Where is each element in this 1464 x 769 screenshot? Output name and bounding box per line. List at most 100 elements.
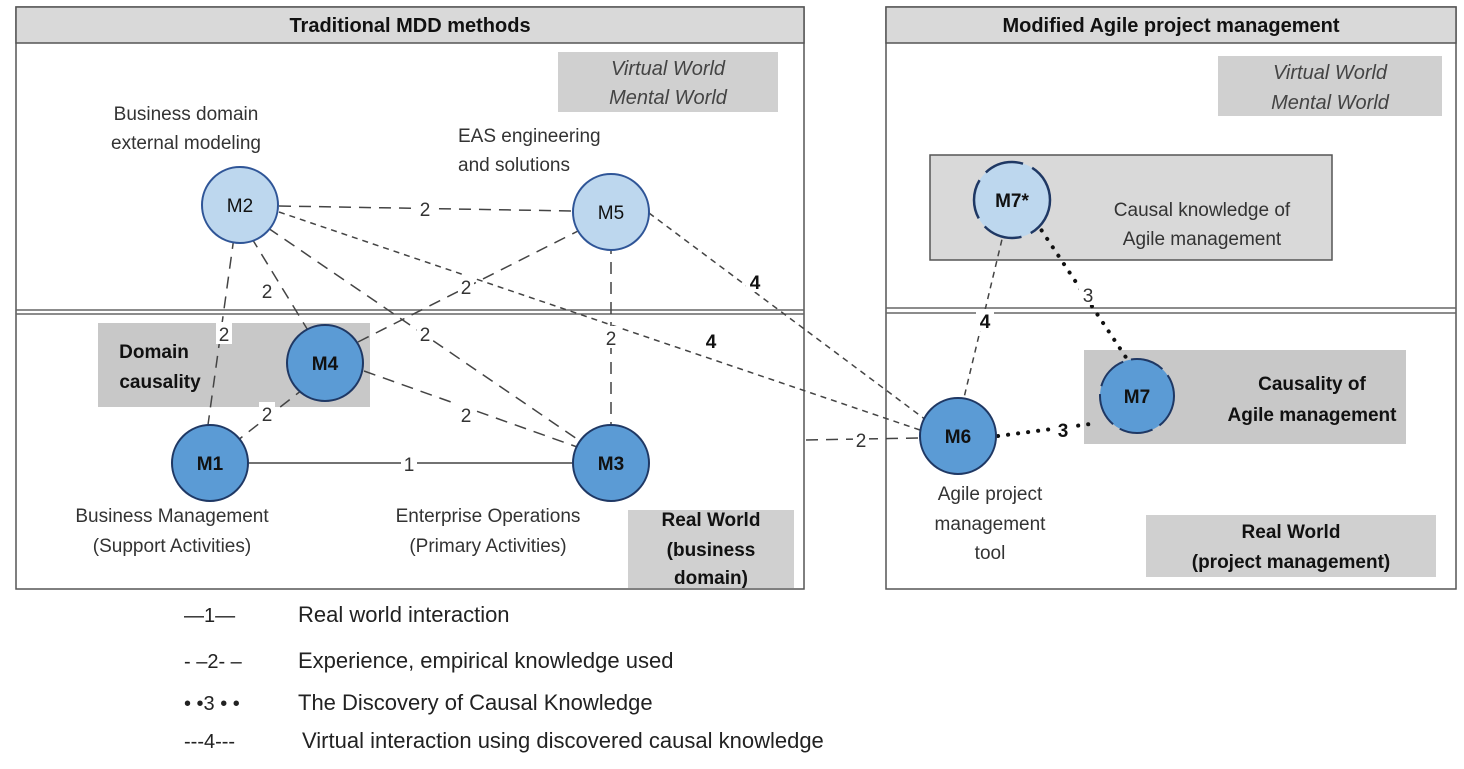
edge-m4-m3 [363,370,581,449]
legend-text-3: The Discovery of Causal Knowledge [298,690,653,715]
caption-m3-line1: Enterprise Operations [396,506,581,527]
right-real-world-sub: (project management) [1192,552,1390,573]
edge-label-m2-m3: 2 [420,325,431,346]
right-panel-title: Modified Agile project management [1002,15,1339,37]
caption-m1-line2: (Support Activities) [93,536,251,557]
left-mental-world-label: Mental World [609,87,728,109]
causality-agile-label-1: Causality of [1258,374,1366,395]
node-m2-circle [201,166,279,244]
edge-label-m3-m6: 2 [856,431,867,452]
edge-label-m5-m6: 4 [750,273,761,294]
caption-m2-line1: Business domain [114,104,259,125]
edge-label-m2-m5: 2 [420,200,431,221]
causality-agile-label-2: Agile management [1228,405,1398,426]
edge-m5-m6 [648,212,927,421]
legend-symbol-4: ---4--- [184,731,235,753]
edge-label-m2-m1: 2 [219,325,230,346]
caption-m2-line2: external modeling [111,133,261,154]
legend-text-1: Real world interaction [298,602,510,627]
node-m1-circle [171,424,249,502]
edge-label-bg-m2-m3 [417,322,433,344]
node-m4-label: M4 [312,354,339,375]
edge-m6-m7 [996,421,1100,438]
node-m5-circle [572,173,650,251]
edge-label-m6-m7: 3 [1058,421,1069,442]
node-m3-label: M3 [598,454,624,475]
right-real-world-label: Real World [1242,522,1341,543]
node-m3: M3 [572,424,650,502]
edge-label-m1-m3: 1 [404,455,415,476]
edge-label-m7star-m7: 3 [1083,286,1094,307]
edge-label-bg-m3-m6 [853,428,869,450]
causal-knowledge-label-2: Agile management [1123,229,1282,250]
edge-label-bg-m1-m3 [401,452,417,474]
left-virtual-world-label: Virtual World [611,58,726,80]
right-virtual-world-box [1218,56,1442,116]
domain-causality-label-1: Domain [119,342,189,363]
captions: Business domain external modeling EAS en… [75,104,1046,564]
caption-m5-line1: EAS engineering [458,126,601,147]
legend-symbol-2: - –2- – [184,651,243,673]
left-virtual-world-box [558,52,778,112]
right-title-bar [885,6,1457,44]
caption-m6-line2: management [935,514,1047,535]
edge-label-bg-m2-m5 [417,197,433,219]
left-title-bar [15,6,805,44]
edge-label-m6-m7star: 4 [980,312,991,333]
left-real-world-sub1: (business [667,540,756,561]
edge-label-bg-m6-m7 [1054,418,1072,440]
node-m6-label: M6 [945,427,971,448]
legend-symbol-1: —1— [184,605,235,627]
edge-label-bg-m2-m6 [702,329,720,351]
node-m7star-label: M7* [995,191,1029,212]
legend: —1— Real world interaction - –2- – Exper… [184,602,824,753]
edge-label-m1-m4: 2 [262,405,273,426]
caption-m5-line2: and solutions [458,155,570,176]
node-m7-label: M7 [1124,387,1150,408]
edge-label-bg-m1-m4 [259,402,275,424]
nodes: M2 M5 M4 M1 M3 M6 M7 M7* [171,160,1175,502]
right-virtual-world-label: Virtual World [1273,62,1388,84]
edge-m2-m6 [278,211,921,431]
node-m7-circle [1099,358,1175,434]
edge-labels: 1 2 2 2 2 2 2 2 2 2 4 4 4 3 3 [216,197,1097,476]
dotted-edges [996,220,1135,438]
node-m2: M2 [201,166,279,244]
edge-label-m2-m4: 2 [262,282,273,303]
edge-label-bg-m2-m4 [259,279,275,301]
edge-label-bg-m5-m6 [746,270,764,292]
node-m6: M6 [919,397,997,475]
left-real-world-label: Real World [662,510,761,531]
right-real-world-box [1146,515,1436,577]
node-m5: M5 [572,173,650,251]
edge-label-m5-m3: 2 [606,329,617,350]
node-m1: M1 [171,424,249,502]
edge-label-m4-m5: 2 [461,278,472,299]
node-m5-label: M5 [598,203,624,224]
edge-label-bg-m2-m1 [216,322,232,344]
edge-label-bg-m4-m5 [458,275,474,297]
node-m2-label: M2 [227,196,253,217]
left-real-world-box [628,510,794,588]
node-m7star: M7* [972,160,1052,240]
edge-label-m4-m3: 2 [461,406,472,427]
right-mental-world-label: Mental World [1271,92,1390,114]
edge-m2-m1 [206,236,235,433]
causal-knowledge-label-1: Causal knowledge of [1114,200,1291,221]
legend-symbol-3: • •3 • • [184,693,240,715]
legend-text-2: Experience, empirical knowledge used [298,648,673,673]
edge-label-m2-m6: 4 [706,332,717,353]
edge-m7star-m7 [1034,220,1135,370]
domain-causality-label-2: causality [119,372,201,393]
caption-m6-line1: Agile project [938,484,1043,505]
node-m6-circle [919,397,997,475]
left-panel-title: Traditional MDD methods [289,15,530,37]
node-m7: M7 [1099,358,1175,434]
caption-m6-line3: tool [975,543,1006,564]
legend-text-4: Virtual interaction using discovered cau… [302,728,824,753]
edge-label-bg-m7star-m7 [1079,283,1097,305]
node-m7star-circle [972,160,1052,240]
edge-label-bg-m4-m3 [458,403,474,425]
edge-label-bg-m6-m7star [976,309,994,331]
